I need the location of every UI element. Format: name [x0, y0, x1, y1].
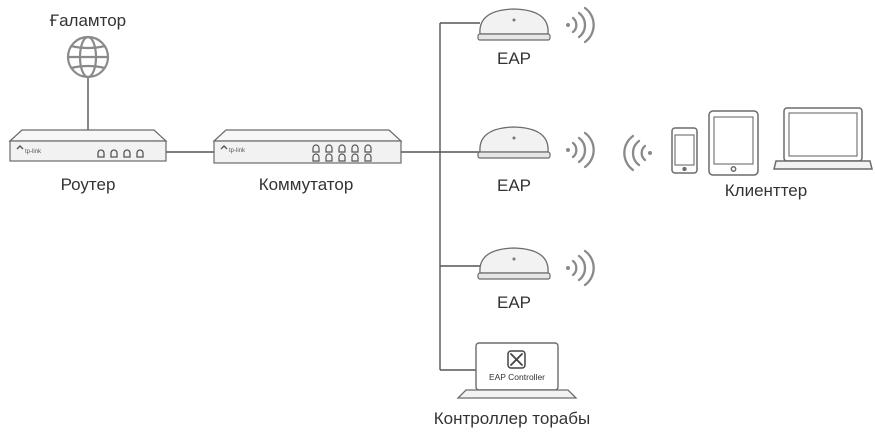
controller-tools-icon	[507, 350, 526, 369]
switch-label: Коммутатор	[259, 175, 354, 194]
controller-laptop-icon	[456, 342, 578, 399]
wifi-signal-icon	[566, 249, 595, 287]
router-icon: tp-link	[8, 129, 168, 162]
router-brand: tp-link	[25, 149, 42, 155]
tablet-icon	[708, 110, 759, 176]
wifi-signal-icon	[566, 6, 595, 44]
controller-screen-text: EAP Controller	[489, 372, 545, 382]
eap-3-label: EAP	[497, 293, 531, 312]
globe-icon	[66, 35, 110, 79]
switch-icon: tp-link	[212, 129, 403, 164]
router-label: Роутер	[61, 175, 116, 194]
smartphone-icon	[671, 127, 698, 174]
eap-1-label: EAP	[497, 49, 531, 68]
laptop-icon	[773, 107, 873, 170]
clients-label: Клиенттер	[725, 181, 807, 200]
access-point-icon	[477, 247, 551, 280]
wifi-signal-icon	[566, 131, 595, 169]
wifi-signal-icon	[623, 134, 652, 172]
controller-label: Контроллер торабы	[434, 409, 590, 428]
switch-brand: tp-link	[229, 148, 246, 154]
access-point-icon	[477, 126, 551, 159]
access-point-icon	[477, 8, 551, 41]
internet-label: Ғаламтор	[49, 11, 126, 30]
connection-lines	[87, 22, 480, 371]
eap-2-label: EAP	[497, 176, 531, 195]
